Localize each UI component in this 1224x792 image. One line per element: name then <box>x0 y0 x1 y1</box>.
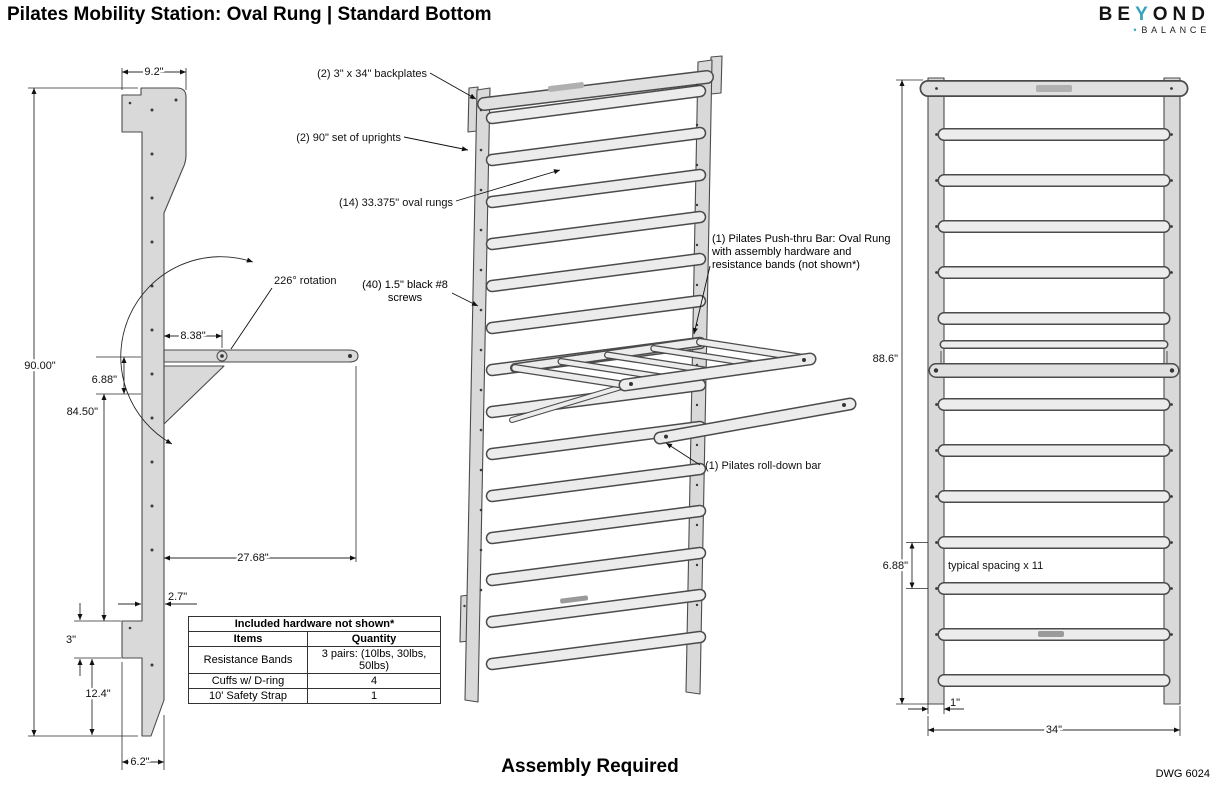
front-upright-left <box>927 77 945 705</box>
brand-etch <box>1038 631 1064 637</box>
callout-screws: (40) 1.5" black #8 screws <box>362 279 448 304</box>
dim-bar-reach: 27.68" <box>237 552 269 564</box>
dim-pivot-height: 84.50" <box>67 406 99 418</box>
screw-dot <box>1170 87 1173 90</box>
push-thru-bar <box>509 337 817 423</box>
side-view-drawing: 226° rotation 9.2" 90.00" 6.88" 84.50" 8… <box>22 64 359 770</box>
side-upright-board <box>121 87 187 737</box>
table-row: Cuffs w/ D-ring 4 <box>188 673 441 689</box>
dim-bottom-gap: 12.4" <box>85 688 110 700</box>
front-view-drawing: 88.6" 6.88" typical spacing x 11 1" 34" <box>870 77 1189 738</box>
iso-view-drawing: (2) 3" x 34" backplates (2) 90" set of u… <box>296 55 891 703</box>
arm-end-hole <box>348 354 352 358</box>
brand-logo-line2: •BALANCE <box>1133 25 1210 35</box>
dim-pivot-offset: 8.38" <box>180 330 205 342</box>
roll-down-bar <box>653 397 857 445</box>
callout-rolldown: (1) Pilates roll-down bar <box>705 460 821 472</box>
callout-uprights: (2) 90" set of uprights <box>296 132 401 144</box>
front-upright-right <box>1163 77 1181 705</box>
dim-top-depth: 9.2" <box>144 66 163 78</box>
assembly-required-note: Assembly Required <box>501 756 679 777</box>
item-name: 10' Safety Strap <box>188 688 308 704</box>
brand-etch <box>547 82 585 92</box>
item-qty: 3 pairs: (10lbs, 30lbs, 50lbs) <box>307 646 441 674</box>
item-name: Cuffs w/ D-ring <box>188 673 308 689</box>
side-gusset <box>163 365 225 425</box>
item-qty: 1 <box>307 688 441 704</box>
drawing-number: DWG 6024 <box>1155 768 1210 780</box>
brand-etch <box>1036 85 1072 92</box>
callout-pushthru: (1) Pilates Push-thru Bar: Oval Rung wit… <box>712 233 891 271</box>
dim-board-depth: 2.7" <box>168 591 187 603</box>
rotation-arc <box>120 256 254 445</box>
logo-dot-icon: • <box>1133 25 1141 35</box>
dim-front-width: 34" <box>1046 724 1062 736</box>
dim-front-height: 88.6" <box>873 353 898 365</box>
item-qty: 4 <box>307 673 441 689</box>
screw-dot <box>935 87 938 90</box>
callout-rungs: (14) 33.375" oval rungs <box>339 197 453 209</box>
hardware-table: Included hardware not shown* Items Quant… <box>188 616 441 704</box>
brand-etch <box>560 595 589 604</box>
logo-accent-letter: Y <box>1135 4 1153 25</box>
item-name: Resistance Bands <box>188 646 308 674</box>
col-header-quantity: Quantity <box>307 631 441 647</box>
dim-total-height: 90.00" <box>24 360 56 372</box>
table-title-row: Included hardware not shown* <box>188 616 441 632</box>
table-row: 10' Safety Strap 1 <box>188 688 441 704</box>
dim-hole-gap: 6.88" <box>92 374 117 386</box>
iso-upright-left <box>464 87 491 703</box>
side-swing-arm <box>163 349 359 363</box>
dim-plate-height: 3" <box>66 634 76 646</box>
callout-backplates: (2) 3" x 34" backplates <box>317 68 427 80</box>
table-header-row: Items Quantity <box>188 631 441 647</box>
dim-front-spacing: 6.88" <box>883 560 908 572</box>
dim-foot: 1" <box>950 697 960 709</box>
front-push-thru-bar <box>928 340 1180 378</box>
pivot-center <box>220 354 224 358</box>
page-title: Pilates Mobility Station: Oval Rung | St… <box>7 4 492 25</box>
dim-base-depth: 6.2" <box>130 756 149 768</box>
brand-logo-line1: BEYOND <box>1098 4 1210 25</box>
screw-dot <box>174 98 178 102</box>
rotation-label: 226° rotation <box>274 275 337 287</box>
col-header-items: Items <box>188 631 308 647</box>
rotation-leader <box>230 287 273 350</box>
brand-logo: BEYOND •BALANCE <box>1099 5 1210 36</box>
spacing-note: typical spacing x 11 <box>948 560 1043 572</box>
table-title: Included hardware not shown* <box>188 616 441 632</box>
table-row: Resistance Bands 3 pairs: (10lbs, 30lbs,… <box>188 646 441 674</box>
